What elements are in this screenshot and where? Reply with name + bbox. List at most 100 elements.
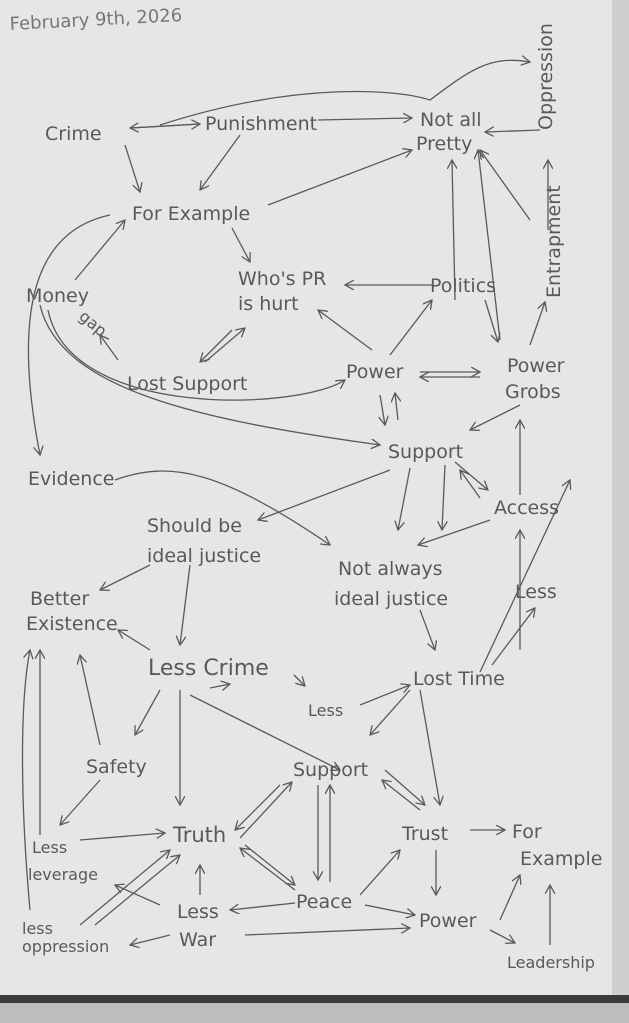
arrow-edge [370, 689, 411, 735]
arrow-edge [124, 144, 140, 192]
node-less-leverage: Less [32, 838, 67, 857]
arrow-edge [244, 928, 410, 936]
node-less: Less [515, 581, 557, 603]
node-not-all-pretty: Not all [420, 109, 482, 131]
node-should-be-ideal-justice: Should be [147, 515, 242, 537]
node-for-example: For Example [132, 203, 250, 225]
arrow-edge [318, 310, 373, 351]
node-safety: Safety [86, 756, 147, 778]
arrow-edge [293, 674, 305, 686]
node-less-leverage: leverage [28, 865, 98, 884]
arrow-edge [529, 302, 545, 346]
node-for-example-bottom: For [512, 821, 542, 843]
arrow-edge [499, 875, 520, 921]
arrow-edge [489, 929, 515, 943]
arrow-edge [359, 850, 400, 896]
node-less-crime: Less Crime [148, 656, 269, 681]
arrow-edge [209, 684, 230, 688]
arrow-edge [180, 564, 191, 645]
node-less-war: Less [177, 901, 219, 923]
node-evidence: Evidence [28, 468, 114, 490]
node-leadership: Leadership [507, 953, 595, 972]
node-less-war: War [179, 929, 216, 951]
arrow-edge [491, 608, 535, 666]
arrow-edge [100, 564, 151, 590]
arrow-edge [240, 848, 296, 891]
arrow-edge [231, 227, 250, 262]
node-less-oppression: oppression [22, 937, 109, 956]
arrow-edge [200, 329, 233, 362]
node-peace: Peace [296, 891, 352, 913]
arrow-edge [239, 782, 292, 839]
node-should-be-ideal-justice: ideal justice [147, 545, 261, 567]
node-gap: gap [75, 307, 110, 341]
arrow-edge [79, 833, 165, 841]
node-whos-pr: Who's PR [238, 268, 326, 290]
arrow-edge [244, 844, 295, 885]
arrow-edge [267, 150, 412, 206]
arrow-edge [230, 902, 296, 910]
arrow-edge [94, 855, 180, 926]
node-power-bottom: Power [419, 910, 477, 932]
node-support: Support [388, 441, 463, 463]
arrow-edge [382, 780, 421, 811]
arrow-edge [27, 214, 111, 455]
arrow-edge [130, 934, 171, 945]
arrow-edge [389, 300, 432, 356]
node-for-example-bottom: Example [520, 848, 602, 870]
node-entrapment: Entrapment [543, 185, 565, 298]
node-money: Money [26, 285, 89, 307]
node-lost-time: Lost Time [413, 668, 505, 690]
node-support-bottom: Support [293, 759, 368, 781]
arrow-edge [317, 118, 412, 120]
node-access: Access [494, 497, 559, 519]
node-oppression: Oppression [535, 23, 557, 130]
arrow-edge [442, 464, 445, 530]
arrow-edge [159, 60, 530, 126]
arrow-edge [115, 885, 161, 906]
arrow-edge [258, 469, 391, 520]
arrow-edge [200, 134, 241, 190]
node-better-existence: Existence [26, 613, 118, 635]
node-not-all-pretty: Pretty [416, 133, 472, 155]
node-less: Less [308, 701, 343, 720]
arrow-edge [235, 784, 281, 830]
arrow-edge [135, 689, 161, 735]
arrow-edge [470, 404, 521, 430]
arrow-edge [418, 519, 491, 545]
arrow-edge [480, 150, 531, 221]
arrow-edge [60, 779, 101, 825]
node-not-always-ideal-justice: ideal justice [334, 588, 448, 610]
arrow-edge [364, 904, 415, 915]
arrow-edge [21, 650, 31, 911]
edges [21, 60, 571, 945]
node-whos-pr: is hurt [238, 293, 299, 315]
arrow-edge [380, 394, 385, 425]
arrow-edge [39, 304, 380, 445]
node-power-grobs: Power [507, 355, 565, 377]
node-politics: Politics [430, 275, 496, 297]
arrow-edge [419, 689, 440, 805]
arrow-edge [204, 328, 245, 363]
arrow-edge [484, 299, 498, 342]
arrow-edge [454, 461, 488, 490]
node-better-existence: Better [30, 588, 89, 610]
arrow-edge [384, 769, 425, 805]
arrow-edge [460, 470, 481, 499]
arrow-edge [100, 335, 119, 361]
arrow-edge [398, 467, 411, 530]
arrow-edge [130, 124, 201, 128]
arrow-edge [485, 130, 541, 132]
paper-sheet [0, 0, 612, 995]
arrow-edge [118, 630, 151, 651]
node-less-oppression: less [22, 919, 53, 938]
arrow-edge [419, 609, 435, 650]
arrow-edge [478, 150, 501, 341]
arrow-edge [189, 694, 340, 770]
arrow-edge [479, 480, 570, 673]
node-lost-support: Lost Support [127, 373, 247, 395]
node-punishment: Punishment [205, 113, 317, 135]
node-power: Power [346, 361, 404, 383]
node-trust: Trust [401, 823, 448, 845]
arrow-edge [80, 655, 101, 746]
